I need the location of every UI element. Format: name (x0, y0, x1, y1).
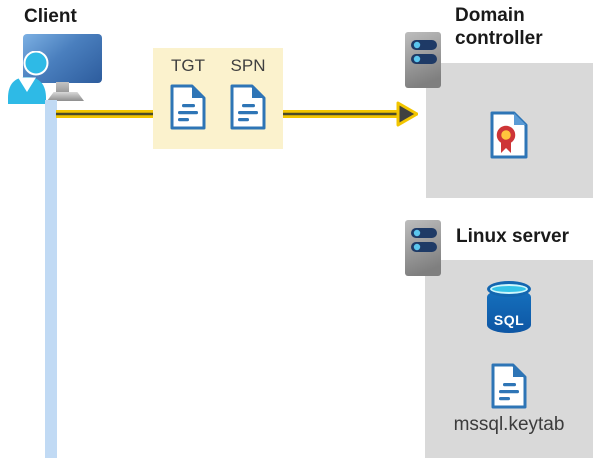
keytab-document-icon (491, 363, 527, 409)
user-icon (8, 51, 49, 104)
monitor-stand (56, 82, 69, 93)
tgt-label: TGT (171, 56, 205, 75)
monitor-stand-base (47, 92, 84, 101)
sql-label: SQL (493, 312, 525, 328)
ticket-box: TGT SPN (153, 48, 283, 149)
sql-cylinder-top (487, 281, 531, 297)
server-icon (405, 220, 441, 276)
document-icon (170, 84, 206, 130)
spn-ticket: SPN (229, 56, 267, 149)
linux-server-title: Linux server (456, 226, 569, 247)
tgt-ticket: TGT (169, 56, 207, 149)
client-title: Client (24, 6, 77, 27)
document-icon (230, 84, 266, 130)
certificate-icon (490, 111, 528, 159)
keytab-label: mssql.keytab (453, 414, 565, 435)
sql-database-icon: SQL (487, 281, 531, 333)
server-icon (405, 32, 441, 88)
client-lifeline (45, 100, 57, 458)
domain-controller-title: Domain controller (455, 5, 543, 49)
spn-label: SPN (230, 56, 266, 75)
